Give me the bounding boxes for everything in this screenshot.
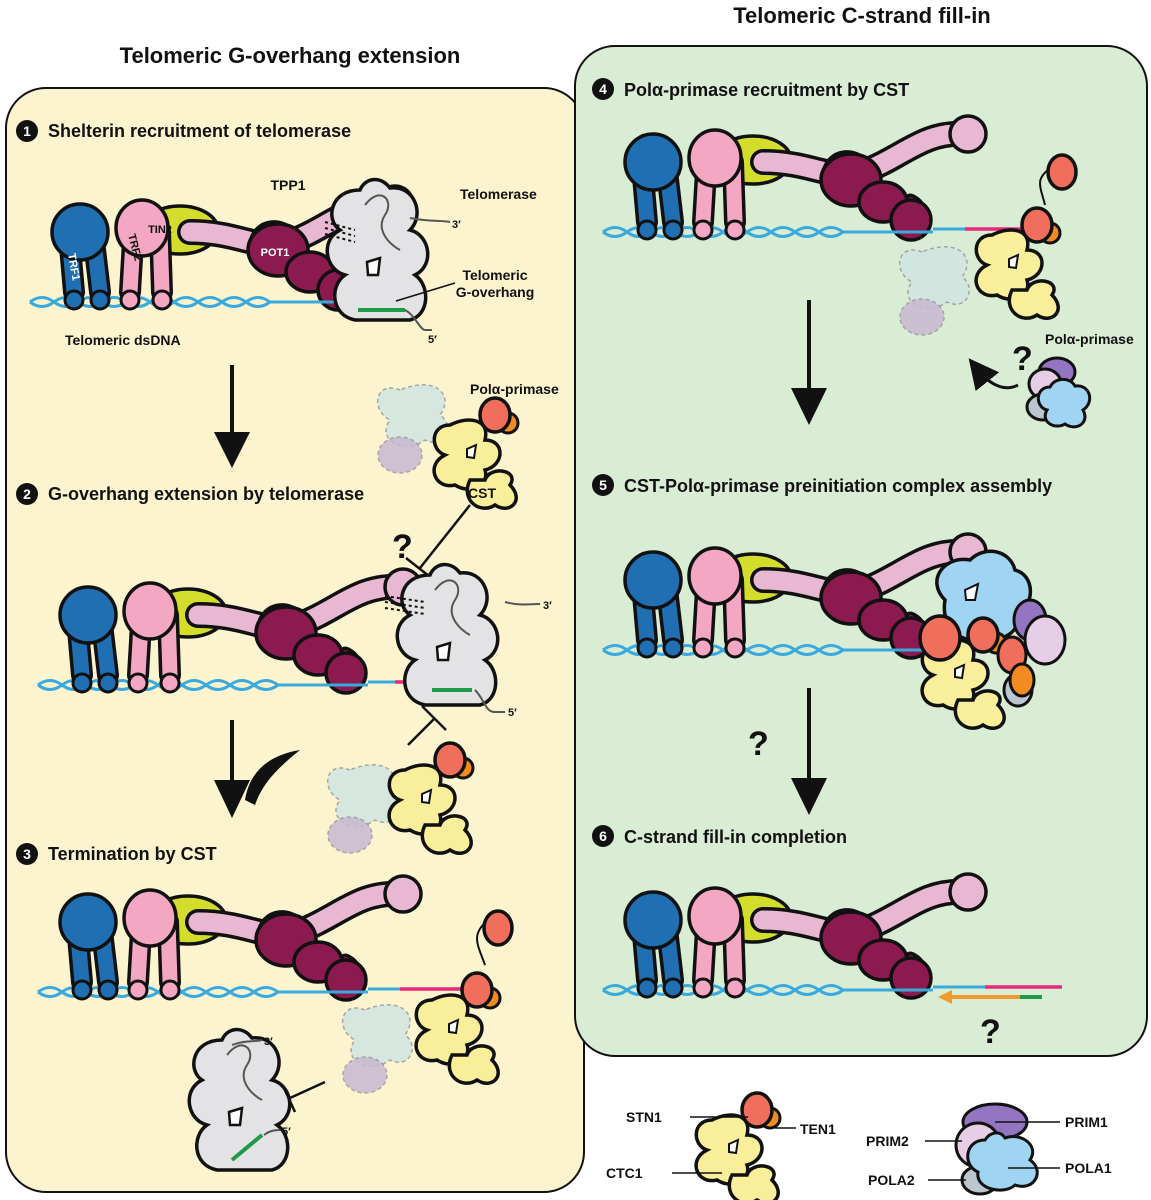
legend-prim1: PRIM1 (1065, 1114, 1108, 1130)
svg-text:1: 1 (23, 123, 31, 139)
svg-text:4: 4 (599, 81, 607, 97)
svg-text:2: 2 (23, 486, 31, 502)
svg-text:Shelterin recruitment of telom: Shelterin recruitment of telomerase (48, 121, 351, 141)
step-5-scene (603, 534, 1067, 730)
question-mark-step5: ? (748, 725, 769, 763)
dsdna-label: Telomeric dsDNA (65, 332, 181, 348)
legend-pola1: POLA1 (1065, 1160, 1112, 1176)
pola-primase-label-right: Polα-primase (1045, 331, 1134, 347)
pot1-label: POT1 (261, 247, 290, 259)
step-3-heading: 3 Termination by CST (16, 843, 217, 865)
svg-text:3: 3 (23, 846, 31, 862)
legend-pola-primase (925, 1102, 1060, 1196)
svg-text:Polα-primase recruitment by CS: Polα-primase recruitment by CST (624, 80, 909, 100)
step-6-heading: 6 C-strand fill-in completion (592, 825, 847, 847)
right-panel-title: Telomeric C-strand fill-in (733, 3, 991, 28)
arrow-step5-to-step6 (791, 688, 827, 815)
step-2-scene (38, 562, 541, 713)
legend-prim2: PRIM2 (866, 1133, 909, 1149)
arrow-step2-to-step3 (214, 720, 300, 818)
svg-text:Termination by CST: Termination by CST (48, 844, 217, 864)
step-2-heading: 2 G-overhang extension by telomerase (16, 483, 364, 505)
step-6-scene (603, 874, 1062, 1004)
three-prime-label-1: 3′ (452, 219, 461, 231)
three-prime-label-3: 3′ (264, 1036, 273, 1048)
telomerase-blob (325, 177, 430, 322)
svg-text:G-overhang extension by telome: G-overhang extension by telomerase (48, 484, 364, 504)
tin2-label: TIN2 (148, 224, 172, 236)
step-4-scene (603, 116, 1092, 429)
arrow-step4-to-step5 (791, 300, 827, 425)
legend-stn1: STN1 (626, 1109, 662, 1125)
five-prime-label-2: 5′ (508, 707, 517, 719)
pola-primase-label-left: Polα-primase (470, 381, 559, 397)
arrow-step1-to-step2 (214, 365, 250, 468)
svg-text:6: 6 (599, 828, 607, 844)
g-overhang-label-line2: G-overhang (456, 284, 535, 300)
inhibition-line-lower (407, 705, 447, 746)
cst-label-left: CST (468, 485, 496, 501)
svg-text:5: 5 (599, 477, 607, 493)
step-3-released-telomerase (187, 1027, 326, 1172)
five-prime-label-3: 5′ (282, 1126, 291, 1138)
svg-text:C-strand fill-in completion: C-strand fill-in completion (624, 827, 847, 847)
trf1-label: TRF1 (65, 252, 82, 281)
legend-cst (672, 1091, 796, 1200)
legend-pola2: POLA2 (868, 1172, 915, 1188)
five-prime-label-1: 5′ (428, 334, 437, 346)
telomerase-blob-2 (395, 562, 500, 707)
question-mark-step4: ? (1012, 340, 1033, 378)
step-1-heading: 1 Shelterin recruitment of telomerase (16, 120, 351, 142)
left-panel-title: Telomeric G-overhang extension (120, 43, 461, 68)
tpp1-label: TPP1 (270, 177, 305, 193)
question-mark-step6: ? (980, 1013, 1001, 1051)
question-mark-step2: ? (392, 528, 413, 566)
legend-ten1: TEN1 (800, 1121, 836, 1137)
telomerase-label: Telomerase (460, 186, 537, 202)
g-overhang-label-line1: Telomeric (462, 267, 527, 283)
step-5-heading: 5 CST-Polα-primase preinitiation complex… (592, 474, 1052, 496)
step-1-scene (30, 177, 456, 331)
step-3-scene (38, 876, 514, 1094)
legend-ctc1: CTC1 (606, 1165, 643, 1181)
svg-text:CST-Polα-primase preinitiation: CST-Polα-primase preinitiation complex a… (624, 476, 1052, 496)
three-prime-label-2: 3′ (543, 600, 552, 612)
step-4-heading: 4 Polα-primase recruitment by CST (592, 78, 909, 100)
